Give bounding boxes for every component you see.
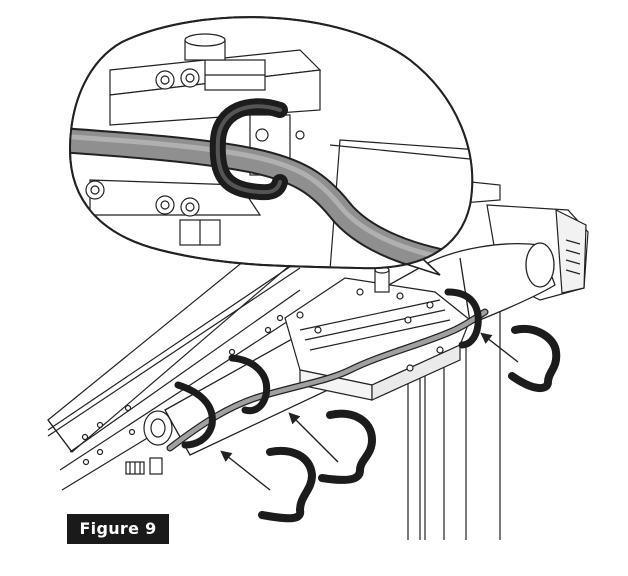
installed-clips (174, 288, 482, 449)
figure-label: Figure 9 (67, 514, 169, 544)
cable-clip-icon (258, 324, 561, 523)
arrow-icon (220, 332, 519, 491)
magnified-callout (68, 16, 474, 276)
